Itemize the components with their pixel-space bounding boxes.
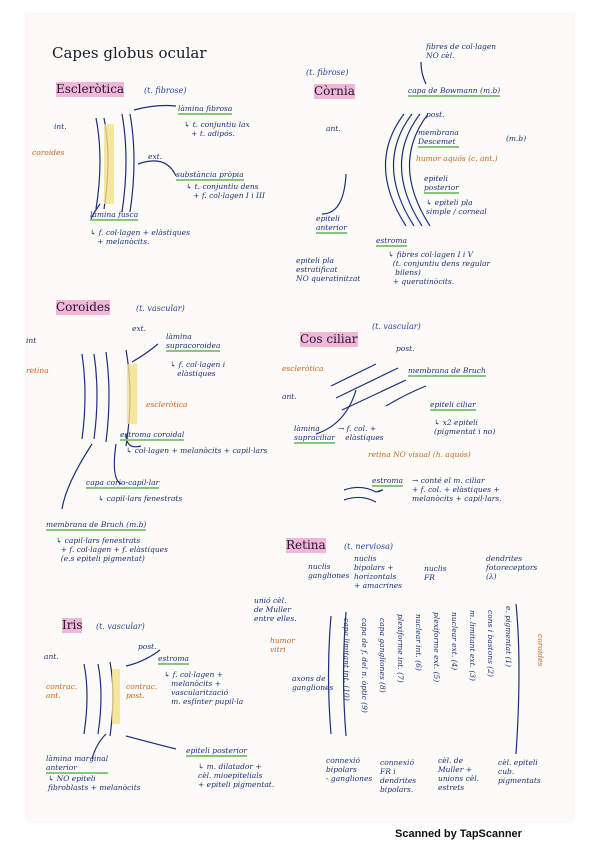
retina-bottom-label-1: connexió FR i dendrites bipolars. xyxy=(380,758,417,794)
lamina-fusca-label: làmina fusca xyxy=(90,210,139,221)
retina-top-label-3: dendrites fotoreceptors (λ) xyxy=(486,554,538,581)
cos-ciliar-estroma-detail: → conté el m. ciliar + f. col. + elàstiq… xyxy=(412,476,502,503)
iris-heading: Iris xyxy=(62,618,83,633)
cornia-estroma-label: estroma xyxy=(376,236,407,247)
cornia-type: (t. fibrose) xyxy=(306,68,349,77)
epiteli-posterior-detail: ↳ epiteli pla simple / corneal xyxy=(426,198,487,216)
iris-ant: ant. xyxy=(44,652,59,661)
retina-unio: unió cèl. de Muller entre elles. xyxy=(254,596,297,623)
iris-estroma-label: estroma xyxy=(158,654,189,665)
cos-ciliar-type: (t. vascular) xyxy=(372,322,421,331)
lamina-fibrosa-label: làmina fibrosa xyxy=(178,104,233,115)
retina-layer-8: cons i bastons (2) xyxy=(486,610,495,677)
coroides-esclerotica: escleròtica xyxy=(146,400,188,409)
iris-type: (t. vascular) xyxy=(96,622,145,631)
coroides-int: int xyxy=(26,336,37,345)
retina-top-label-0: nuclis gangliones xyxy=(308,562,350,580)
bruch-detail: ↳ capil·lars fenestrats + f. col·lagen +… xyxy=(56,536,168,563)
retina-bottom-label-2: cèl. de Muller + unions cèl. estrets xyxy=(438,756,480,792)
cornia-estroma-detail: ↳ fibres col·lagen I i V (t. conjuntiu d… xyxy=(388,250,491,286)
esclerotica-int: int. xyxy=(54,122,67,131)
substancia-detail: ↳ t. conjuntiu dens + f. col·lagen I i I… xyxy=(186,182,265,200)
cos-ciliar-bruch: membrana de Bruch xyxy=(408,366,486,377)
retina-layer-7: m. limitant ext. (3) xyxy=(468,610,477,681)
retina-top-label-2: nuclis FR xyxy=(424,564,447,582)
retina-layer-4: nuclear int. (6) xyxy=(414,614,423,671)
estroma-coroidal-detail: ↳ col·lagen + melanòcits + capil·lars xyxy=(126,446,268,455)
retina-layer-1: capa de f. del n. òptic (9) xyxy=(360,618,369,713)
descemet-label: membrana Descemet xyxy=(418,128,459,148)
supracoroidea-label: làmina supracoroidea xyxy=(166,332,221,352)
notebook-page: Capes globus ocular Escleròtica (t. fibr… xyxy=(26,14,574,822)
retina-humor-vitri: humor vitri xyxy=(270,636,295,654)
page-title: Capes globus ocular xyxy=(52,44,207,62)
lamina-supraciliar-detail: → f. col. + elàstiques xyxy=(338,424,384,442)
lamina-fusca-detail: ↳ f. col·lagen + elàstiques + melanòcits… xyxy=(90,228,190,246)
esclerotica-heading: Escleròtica xyxy=(56,82,125,97)
epiteli-posterior-label: epiteli posterior xyxy=(424,174,459,194)
retina-layer-3: plexiforme int. (7) xyxy=(396,614,405,683)
retina-layer-6: nuclear ext. (4) xyxy=(450,612,459,671)
cos-ciliar-post: post. xyxy=(396,344,415,353)
esclerotica-type: (t. fibrose) xyxy=(144,86,187,95)
coroides-ext: ext. xyxy=(132,324,147,333)
coroides-type: (t. vascular) xyxy=(136,304,185,313)
bruch-label: membrana de Bruch (m.b) xyxy=(46,520,147,531)
bowman-label: capa de Bowmann (m.b) xyxy=(408,86,501,97)
supracoroidea-detail: ↳ f. col·lagen i elàstiques xyxy=(170,360,226,378)
iris-contrac-ant: contrac. ant. xyxy=(46,682,78,700)
estroma-coroidal-label: estroma coroidal xyxy=(120,430,185,441)
iris-epiteli-label: epiteli posterior xyxy=(186,746,247,757)
substancia-label: substància pròpia xyxy=(176,170,244,181)
esclerotica-coroides: coroides xyxy=(32,148,65,157)
epiteli-ciliar-detail: ↳ x2 epiteli (pigmentat i no) xyxy=(434,418,496,436)
cornia-fibres: fibres de col·lagen NO cèl. xyxy=(426,42,497,60)
cos-ciliar-ant: ant. xyxy=(282,392,297,401)
retina-heading: Retina xyxy=(286,538,326,553)
retina-layer-9: e. pigmentat (1) xyxy=(504,606,513,668)
cos-ciliar-esclerotica: escleròtica xyxy=(282,364,324,373)
cos-ciliar-estroma-label: estroma xyxy=(372,476,403,487)
hand-drawn-diagrams xyxy=(61,61,520,760)
retina-no-visual: retina NO visual (h. aquós) xyxy=(368,450,471,459)
lamina-marginal-detail: ↳ NO epiteli fibroblasts + melanòcits xyxy=(48,774,141,792)
retina-bottom-label-0: connexió bipolars - gangliones xyxy=(326,756,373,783)
retina-type: (t. nerviosa) xyxy=(344,542,394,551)
descemet-mb: (m.b) xyxy=(506,134,527,143)
epiteli-anterior-label: epiteli anterior xyxy=(316,214,347,234)
lamina-fibrosa-detail: ↳ t. conjuntiu lax + t. adipós. xyxy=(184,120,250,138)
cornia-heading: Còrnia xyxy=(314,84,355,99)
iris-estroma-detail: ↳ f. col·lagen + melanòcits + vascularit… xyxy=(164,670,244,706)
retina-axons: axons de gangliones xyxy=(292,674,334,692)
retina-layer-2: capa gangliones (8) xyxy=(378,618,387,693)
iris-post: post. xyxy=(138,642,157,651)
cos-ciliar-heading: Cos ciliar xyxy=(300,332,358,347)
retina-bottom-label-3: cèl. epiteli cub. pigmentats xyxy=(498,758,541,785)
retina-coroides: coroides xyxy=(536,634,545,667)
retina-layer-0: capa limitant int. (10) xyxy=(342,618,351,701)
lamina-marginal-label: làmina marginal anterior xyxy=(46,754,109,774)
lamina-supraciliar-label: làmina supraciliar xyxy=(294,424,335,444)
coroides-retina: retina xyxy=(26,366,49,375)
epiteli-anterior-detail: epiteli pla estratificat NO queratinitza… xyxy=(296,256,361,283)
esclerotica-ext: ext. xyxy=(148,152,163,161)
iris-contrac-post: contrac. post. xyxy=(126,682,158,700)
cornia-ant: ant. xyxy=(326,124,341,133)
epiteli-ciliar-label: epiteli ciliar xyxy=(430,400,476,411)
humor-aquos: humor aquós (c. ant.) xyxy=(416,154,498,163)
cornia-post: post. xyxy=(426,110,445,119)
retina-layer-5: plexiforme ext. (5) xyxy=(432,612,441,683)
capa-corio-label: capa corio-capil·lar xyxy=(86,478,160,489)
iris-epiteli-detail: ↳ m. dilatador + cèl. mioepitelials + ep… xyxy=(198,762,275,789)
scanner-watermark: Scanned by TapScanner xyxy=(395,828,522,840)
retina-top-label-1: nuclis bipolars + horizontals + amacrine… xyxy=(354,554,403,590)
coroides-heading: Coroides xyxy=(56,300,111,315)
capa-corio-detail: ↳ capil·lars fenestrats xyxy=(98,494,183,503)
